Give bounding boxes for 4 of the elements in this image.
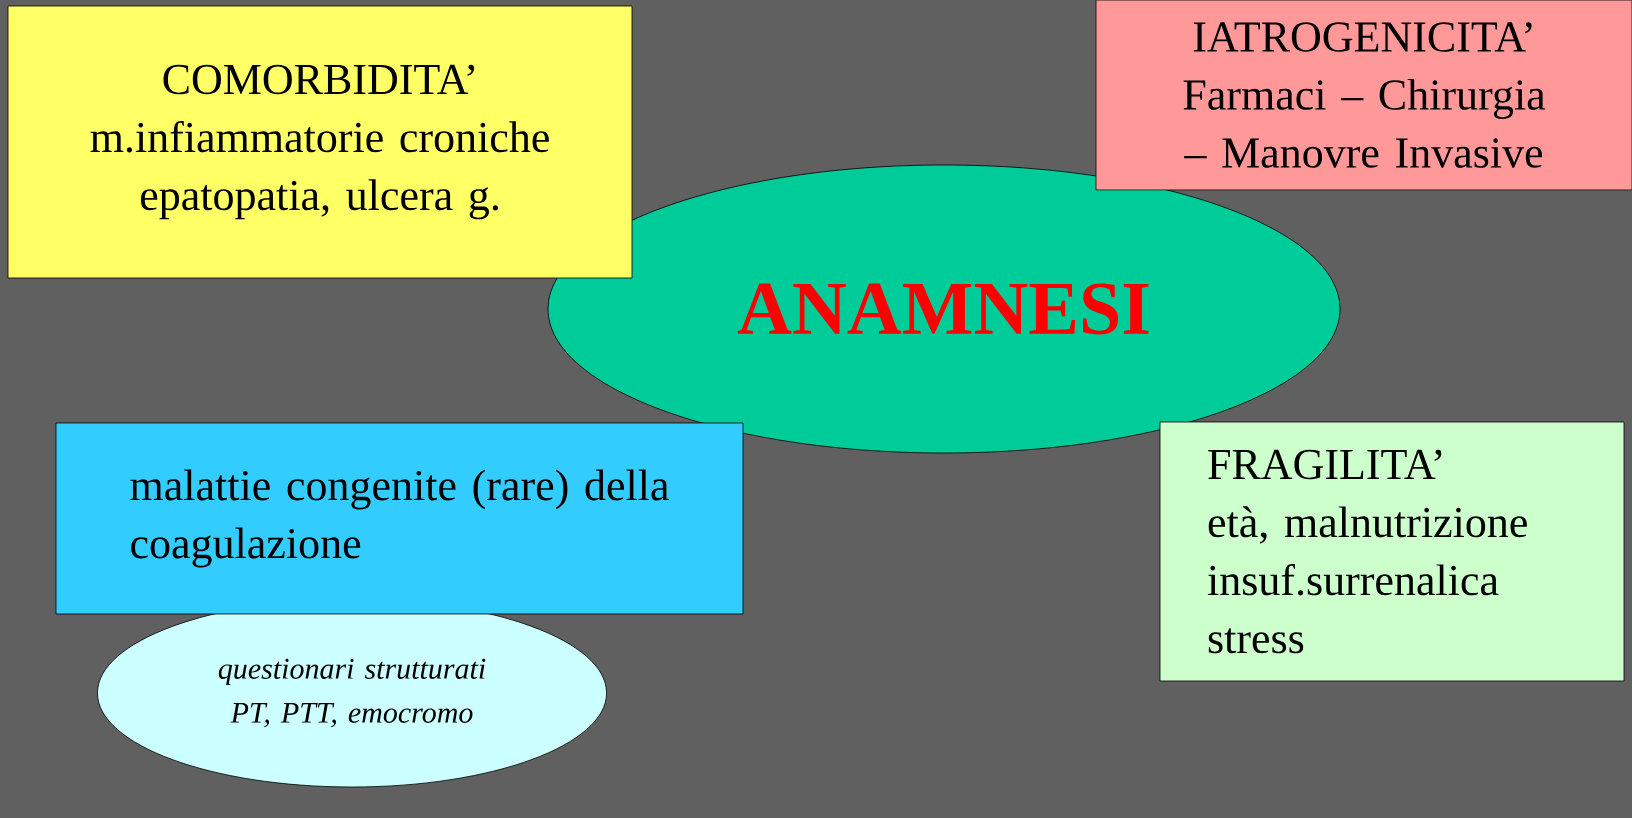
congenital-disease-box: malattie congenite (rare) della coagulazione bbox=[55, 422, 744, 615]
comorbidity-box: COMORBIDITA’ m.infiammatorie croniche epatopatia, ulcera g. bbox=[7, 5, 633, 279]
frailty-box: FRAGILITA’ età, malnutrizione insuf.surrenalica stress bbox=[1159, 421, 1625, 682]
iatrogenicity-box: IATROGENICITA’ Farmaci – Chirurgia – Manovre Invasive bbox=[1095, 0, 1632, 191]
